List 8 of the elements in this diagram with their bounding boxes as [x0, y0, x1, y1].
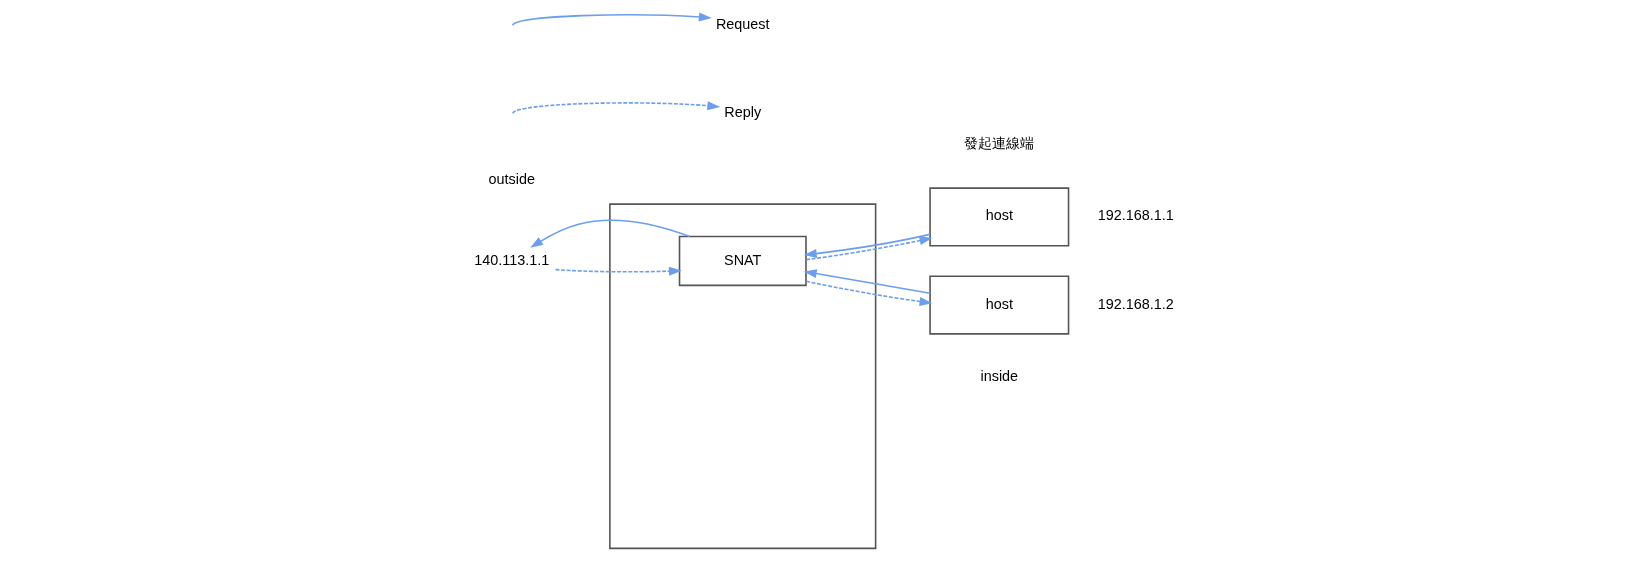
label: inside [980, 367, 1019, 384]
legend-label: Reply [724, 104, 762, 121]
label: outside [488, 170, 536, 187]
legend-label: Request [715, 16, 770, 33]
node-text: 140.113.1.1 [474, 251, 550, 268]
node-label: 192.168.1.1 [1097, 207, 1174, 224]
label: 發起連線端 [964, 135, 1035, 152]
node-label: 192.168.1.2 [1097, 295, 1174, 312]
